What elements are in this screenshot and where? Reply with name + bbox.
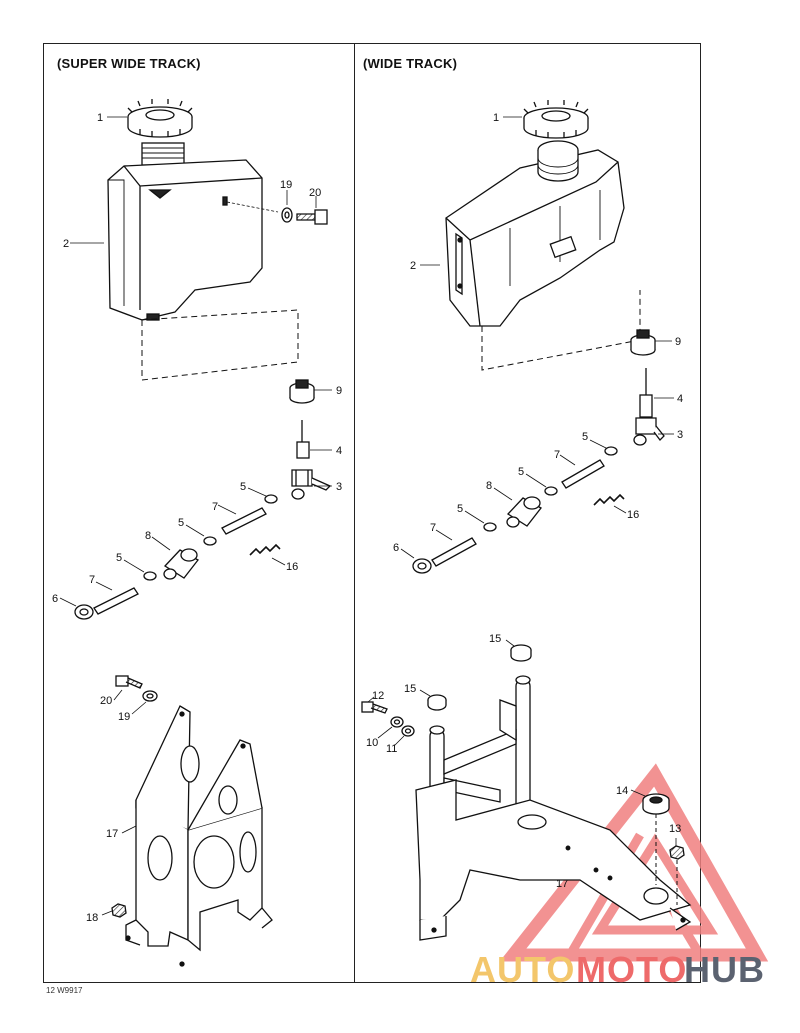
grommet-9-left	[289, 379, 315, 404]
heading-super-wide-track: (SUPER WIDE TRACK)	[57, 56, 201, 71]
washer-11-right	[401, 725, 415, 737]
watermark-auto: AUTO	[470, 949, 575, 990]
watermark-moto: MOTO	[576, 949, 687, 990]
callout-9-right: 9	[675, 336, 681, 348]
watermark-wordmark: AUTO MOTO HUB	[470, 949, 765, 990]
pickup-4-left	[296, 420, 310, 459]
clamp-5b-left	[203, 536, 217, 546]
callout-1-right: 1	[493, 112, 499, 124]
hose-7a-right	[561, 459, 605, 489]
watermark-hub: HUB	[684, 949, 765, 990]
callout-17-right: 17	[556, 878, 568, 890]
callout-19-lower-left: 19	[118, 711, 130, 723]
callouts-left: 1 2 19 20 9 4 3 5 7 5 8 16 5 7 6 20 19 1…	[52, 112, 342, 924]
callout-13-right: 13	[669, 823, 681, 835]
washer-19-lower-left	[142, 690, 158, 702]
cap-15-right	[427, 694, 447, 711]
spring-16-left	[249, 543, 281, 556]
callout-10-right: 10	[366, 737, 378, 749]
clamp-5c-right	[483, 522, 497, 532]
left-panel-art	[59, 99, 332, 967]
fuel-cap-left	[127, 99, 193, 138]
nut-18-left	[111, 903, 127, 918]
callout-5b-right: 5	[518, 466, 524, 478]
callout-17-left: 17	[106, 828, 118, 840]
right-panel-art	[361, 100, 692, 941]
clamp-5c-left	[143, 571, 157, 581]
clamp-5a-right	[604, 446, 618, 456]
stand-17-right	[415, 675, 692, 941]
callout-8-left: 8	[145, 530, 151, 542]
bracket-17-left	[125, 705, 273, 967]
callouts-right: 1 2 9 4 3 5 7 5 8 16 5 7 6 15 15 12 10 1…	[366, 112, 683, 890]
callout-9-left: 9	[336, 385, 342, 397]
valve-3-right	[633, 417, 665, 446]
fuel-tank-right	[445, 140, 625, 327]
grommet-9-right	[630, 329, 656, 356]
clamp-5a-left	[264, 494, 278, 504]
callout-7b-right: 7	[430, 522, 436, 534]
callout-4-right: 4	[677, 393, 683, 405]
callout-2-right: 2	[410, 260, 416, 272]
fitting-6-left	[74, 604, 94, 620]
callout-1-left: 1	[97, 112, 103, 124]
hose-7a-left	[221, 507, 267, 535]
callout-16-right: 16	[627, 509, 639, 521]
filter-8-right	[506, 496, 542, 528]
callout-14-right: 14	[616, 785, 628, 797]
figure-code: 12 W9917	[46, 986, 83, 995]
spring-16-right	[593, 493, 625, 506]
panel-divider	[354, 43, 355, 983]
callout-3-left: 3	[336, 481, 342, 493]
callout-5a-left: 5	[240, 481, 246, 493]
callout-4-left: 4	[336, 445, 342, 457]
diagram-frame	[43, 43, 701, 983]
callout-5c-left: 5	[116, 552, 122, 564]
filter-8-left	[163, 548, 199, 580]
fuel-cap-right	[523, 100, 589, 139]
callout-15-top-right: 15	[489, 633, 501, 645]
callout-7a-right: 7	[554, 449, 560, 461]
callout-16-left: 16	[286, 561, 298, 573]
washer-19-left	[281, 207, 293, 223]
callout-20-left: 20	[309, 187, 321, 199]
fitting-6-right	[412, 558, 432, 574]
callout-7a-left: 7	[212, 501, 218, 513]
pickup-4-right	[639, 368, 653, 418]
callout-8-right: 8	[486, 480, 492, 492]
callout-20-lower-left: 20	[100, 695, 112, 707]
hose-7b-right	[431, 537, 477, 567]
callout-2-left: 2	[63, 238, 69, 250]
grommet-14-right	[642, 793, 670, 815]
clamp-5b-right	[544, 486, 558, 496]
callout-18-left: 18	[86, 912, 98, 924]
bolt-20-lower-left	[115, 675, 143, 689]
callout-5c-right: 5	[457, 503, 463, 515]
fuel-tank-left	[107, 142, 263, 321]
callout-19-left: 19	[280, 179, 292, 191]
bolt-20-left	[296, 209, 328, 225]
hose-7b-left	[93, 587, 139, 615]
washer-10-right	[390, 716, 404, 728]
callout-12-right: 12	[372, 690, 384, 702]
callout-6-right: 6	[393, 542, 399, 554]
bolt-12-right	[361, 701, 388, 714]
callout-5b-left: 5	[178, 517, 184, 529]
valve-3-left	[291, 469, 332, 500]
callout-11-right: 11	[386, 743, 397, 755]
callout-3-right: 3	[677, 429, 683, 441]
nut-13-right	[669, 845, 685, 860]
callout-5a-right: 5	[582, 431, 588, 443]
cap-15-top-right	[510, 644, 532, 662]
callout-15-right: 15	[404, 683, 416, 695]
callout-6-left: 6	[52, 593, 58, 605]
callout-7b-left: 7	[89, 574, 95, 586]
heading-wide-track: (WIDE TRACK)	[363, 56, 458, 71]
